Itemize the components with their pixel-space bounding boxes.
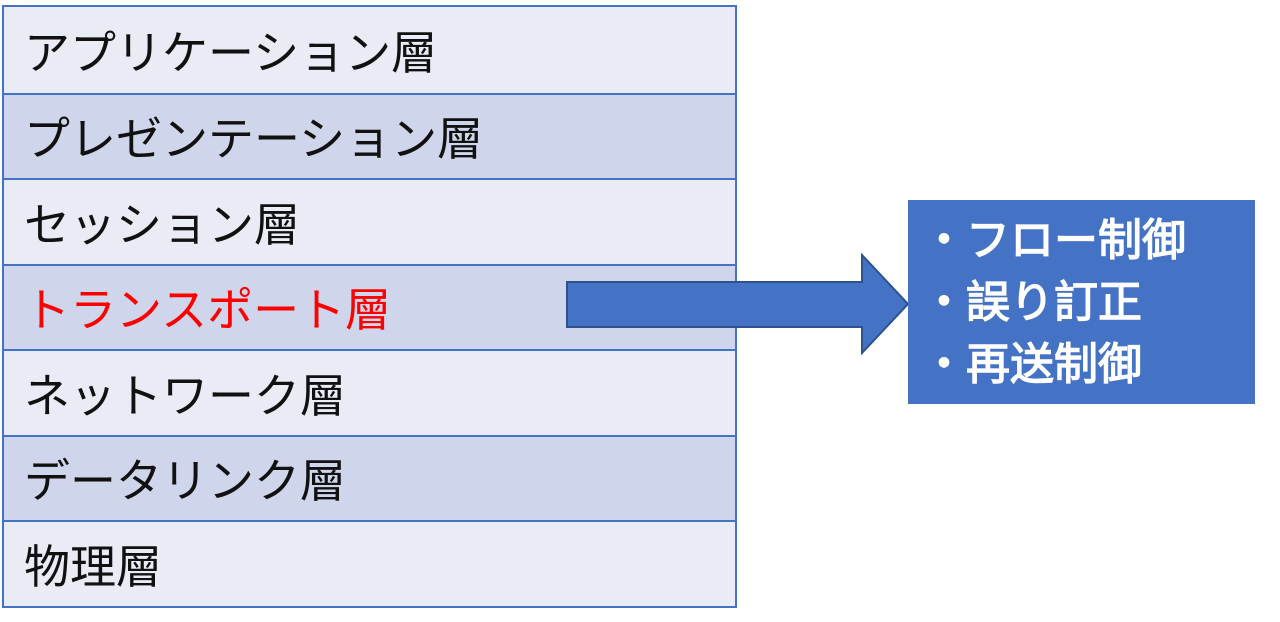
right-arrow-icon [566, 253, 910, 355]
layer-label: プレゼンテーション層 [24, 112, 484, 167]
layer-label: データリンク層 [24, 454, 346, 509]
osi-layer-table: アプリケーション層 プレゼンテーション層 セッション層 トランスポート層 ネット… [2, 5, 737, 608]
layer-label: 物理層 [24, 539, 162, 594]
layer-transport: トランスポート層 [4, 263, 735, 349]
function-item: ・フロー制御 [922, 215, 1186, 266]
layer-label-highlighted: トランスポート層 [24, 283, 392, 338]
layer-application: アプリケーション層 [4, 7, 735, 93]
layer-datalink: データリンク層 [4, 434, 735, 520]
layer-network: ネットワーク層 [4, 349, 735, 435]
function-item: ・再送制御 [922, 339, 1142, 390]
layer-physical: 物理層 [4, 520, 735, 606]
layer-session: セッション層 [4, 178, 735, 264]
function-item: ・誤り訂正 [922, 277, 1142, 328]
layer-presentation: プレゼンテーション層 [4, 92, 735, 178]
layer-label: ネットワーク層 [24, 368, 346, 423]
layer-label: アプリケーション層 [24, 25, 438, 80]
layer-label: セッション層 [24, 197, 300, 252]
transport-functions-box: ・フロー制御 ・誤り訂正 ・再送制御 [908, 200, 1255, 404]
